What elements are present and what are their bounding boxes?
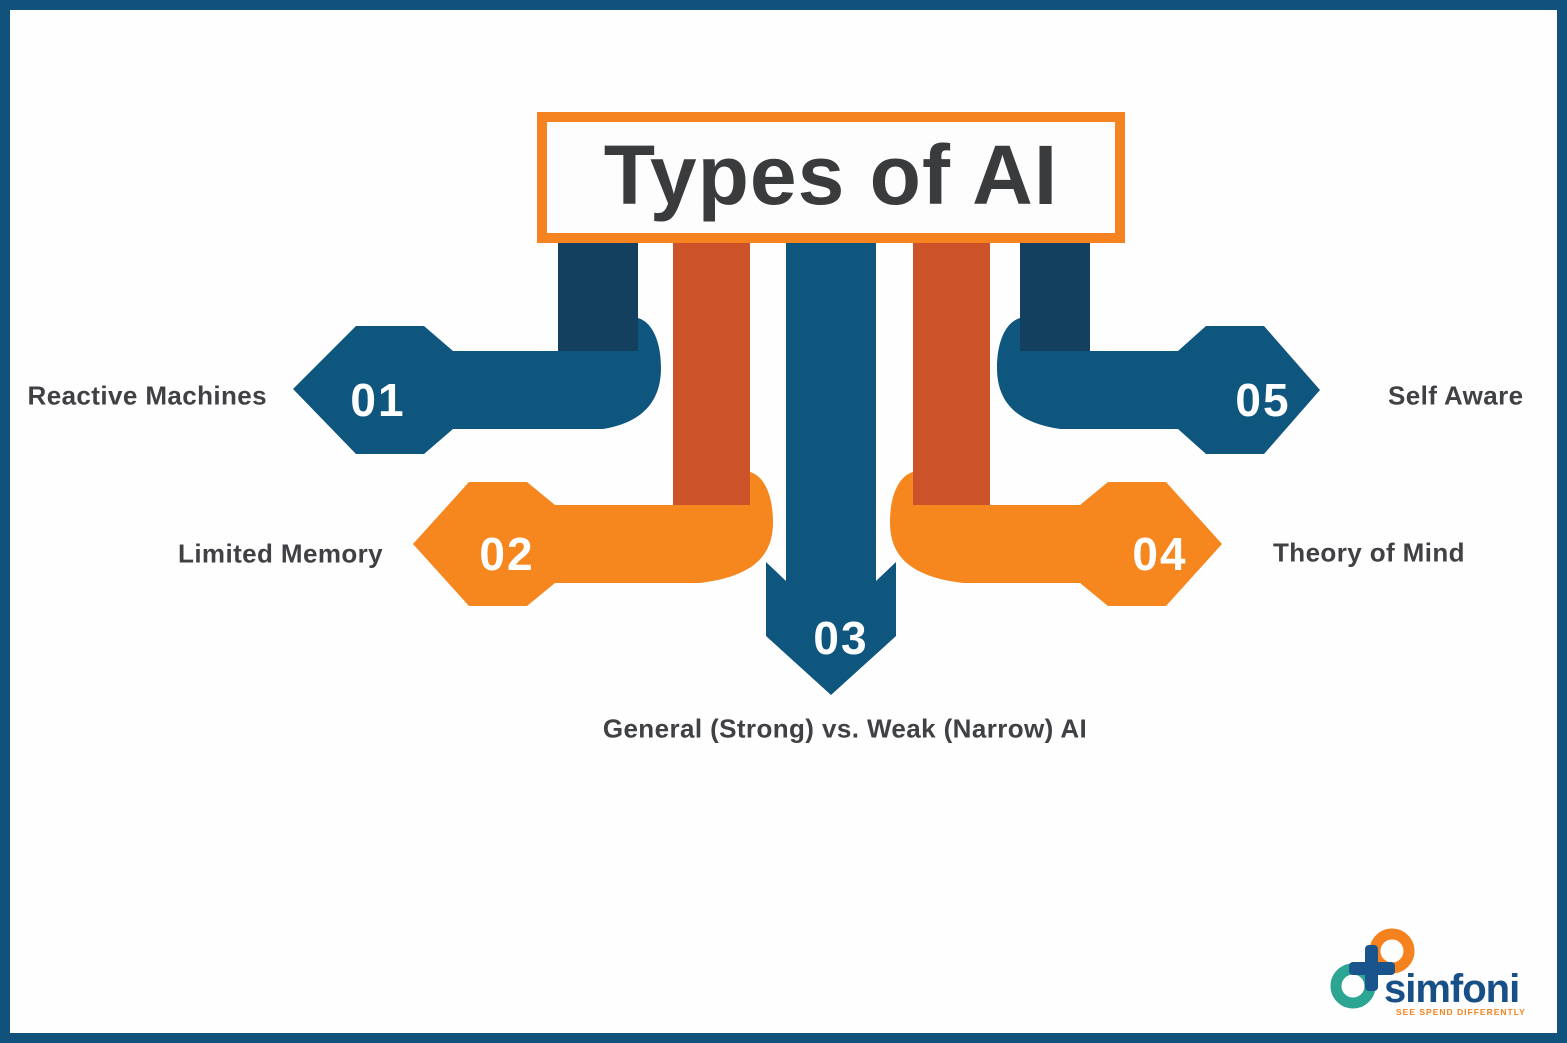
label-theory-of-mind: Theory of Mind: [1273, 537, 1465, 568]
logo-wordmark: simfoni: [1384, 967, 1519, 1011]
label-self-aware: Self Aware: [1388, 380, 1524, 411]
arrow-05-shape: [997, 318, 1320, 454]
label-reactive-machines: Reactive Machines: [27, 380, 267, 411]
simfoni-infinity-icon: [1330, 928, 1415, 1009]
connector-strip-01: [558, 240, 638, 351]
connector-strip-04: [913, 240, 990, 505]
step-number-05: 05: [1235, 374, 1291, 426]
step-number-01: 01: [350, 374, 406, 426]
arrow-03-shape: [766, 240, 896, 695]
step-number-04: 04: [1132, 528, 1188, 580]
connector-strip-02: [673, 240, 750, 505]
arrow-02-shape: [413, 472, 773, 606]
plus-icon: [1349, 962, 1395, 975]
logo-tagline: SEE SPEND DIFFERENTLY: [1396, 1007, 1526, 1017]
label-general-vs-weak: General (Strong) vs. Weak (Narrow) AI: [602, 713, 1088, 744]
label-limited-memory: Limited Memory: [178, 538, 383, 569]
arrow-01-shape: [293, 318, 661, 454]
simfoni-logo: simfoni SEE SPEND DIFFERENTLY: [1330, 928, 1526, 1017]
page-title: Types of AI: [603, 127, 1059, 222]
step-number-03: 03: [813, 612, 869, 664]
arrow-04-shape: [890, 472, 1222, 606]
title-box: Types of AI: [537, 112, 1125, 243]
connector-strip-05: [1020, 240, 1090, 351]
step-number-02: 02: [479, 528, 535, 580]
